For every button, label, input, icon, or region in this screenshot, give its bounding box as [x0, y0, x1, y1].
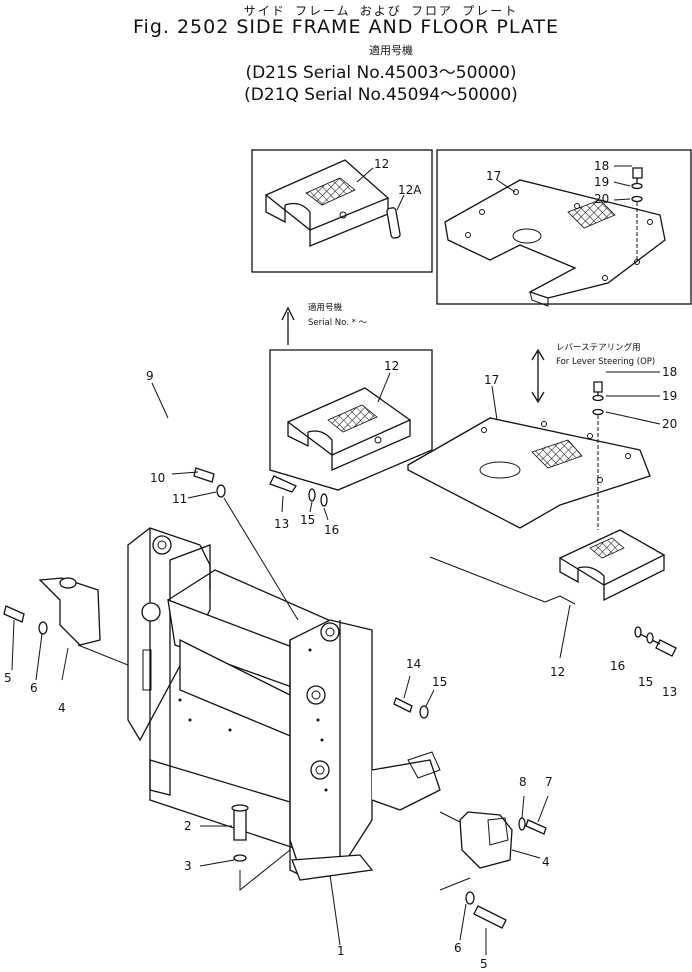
- figure-title: Fig. 2502 SIDE FRAME AND FLOOR PLATE: [133, 16, 559, 38]
- bracket-4-right: [439, 811, 541, 869]
- inset-box-cover-12: [251, 149, 433, 273]
- callout-20-main: 20: [662, 417, 677, 431]
- serial-range-d21s: (D21S Serial No.45003～50000): [245, 63, 517, 83]
- note-serial-jp: 適用号機: [308, 302, 343, 313]
- callout-13-right: 13: [662, 685, 677, 699]
- callout-1: 1: [337, 944, 345, 958]
- floor-plate-17: [407, 417, 651, 529]
- callout-3: 3: [184, 859, 192, 873]
- callout-5-right: 5: [480, 957, 488, 971]
- callout-17-inset: 17: [486, 169, 501, 183]
- cover-12-lower: [429, 529, 666, 605]
- callout-6-left: 6: [30, 681, 38, 695]
- callout-5-left: 5: [4, 671, 12, 685]
- callout-13-center: 13: [274, 517, 289, 531]
- callout-16-right: 16: [610, 659, 625, 673]
- applicability-label: 適用号機: [369, 44, 413, 57]
- callout-14: 14: [406, 657, 421, 671]
- bracket-4-left: [38, 577, 129, 681]
- callout-9: 9: [146, 369, 154, 383]
- callout-6-right: 6: [454, 941, 462, 955]
- serial-range-d21q: (D21Q Serial No.45094～50000): [244, 85, 518, 105]
- callout-8: 8: [519, 775, 527, 789]
- callout-18-inset: 18: [594, 159, 609, 173]
- note-serial-en: Serial No. * ～: [308, 318, 368, 328]
- callout-19-inset: 19: [594, 175, 609, 189]
- callout-12-mid-inset: 12: [384, 359, 399, 373]
- callout-12-top-inset: 12: [374, 157, 389, 171]
- callout-10: 10: [150, 471, 165, 485]
- callout-15-center: 15: [300, 513, 315, 527]
- callout-2: 2: [184, 819, 192, 833]
- japanese-title: サイド フレーム および フロア プレート: [243, 4, 519, 18]
- inset-box-cover-12-current: [269, 349, 433, 491]
- note-lever-steering-en: For Lever Steering (OP): [556, 357, 655, 367]
- handrail-9: [130, 396, 251, 507]
- note-lever-steering-jp: レバーステアリング用: [556, 342, 641, 353]
- callout-16-center: 16: [324, 523, 339, 537]
- callout-15-mid: 15: [432, 675, 447, 689]
- callout-20-inset: 20: [594, 192, 609, 206]
- callout-15-right: 15: [638, 675, 653, 689]
- callout-7: 7: [545, 775, 553, 789]
- side-frame-1: [127, 527, 441, 946]
- callout-18-main: 18: [662, 365, 677, 379]
- callout-12-lower: 12: [550, 665, 565, 679]
- inset-box-floor-plate-17: [436, 149, 692, 307]
- callout-12A: 12A: [398, 183, 422, 197]
- callout-11: 11: [172, 492, 187, 506]
- callout-17-main: 17: [484, 373, 499, 387]
- callout-4-right: 4: [542, 855, 550, 869]
- callout-4-left: 4: [58, 701, 66, 715]
- callout-19-main: 19: [662, 389, 677, 403]
